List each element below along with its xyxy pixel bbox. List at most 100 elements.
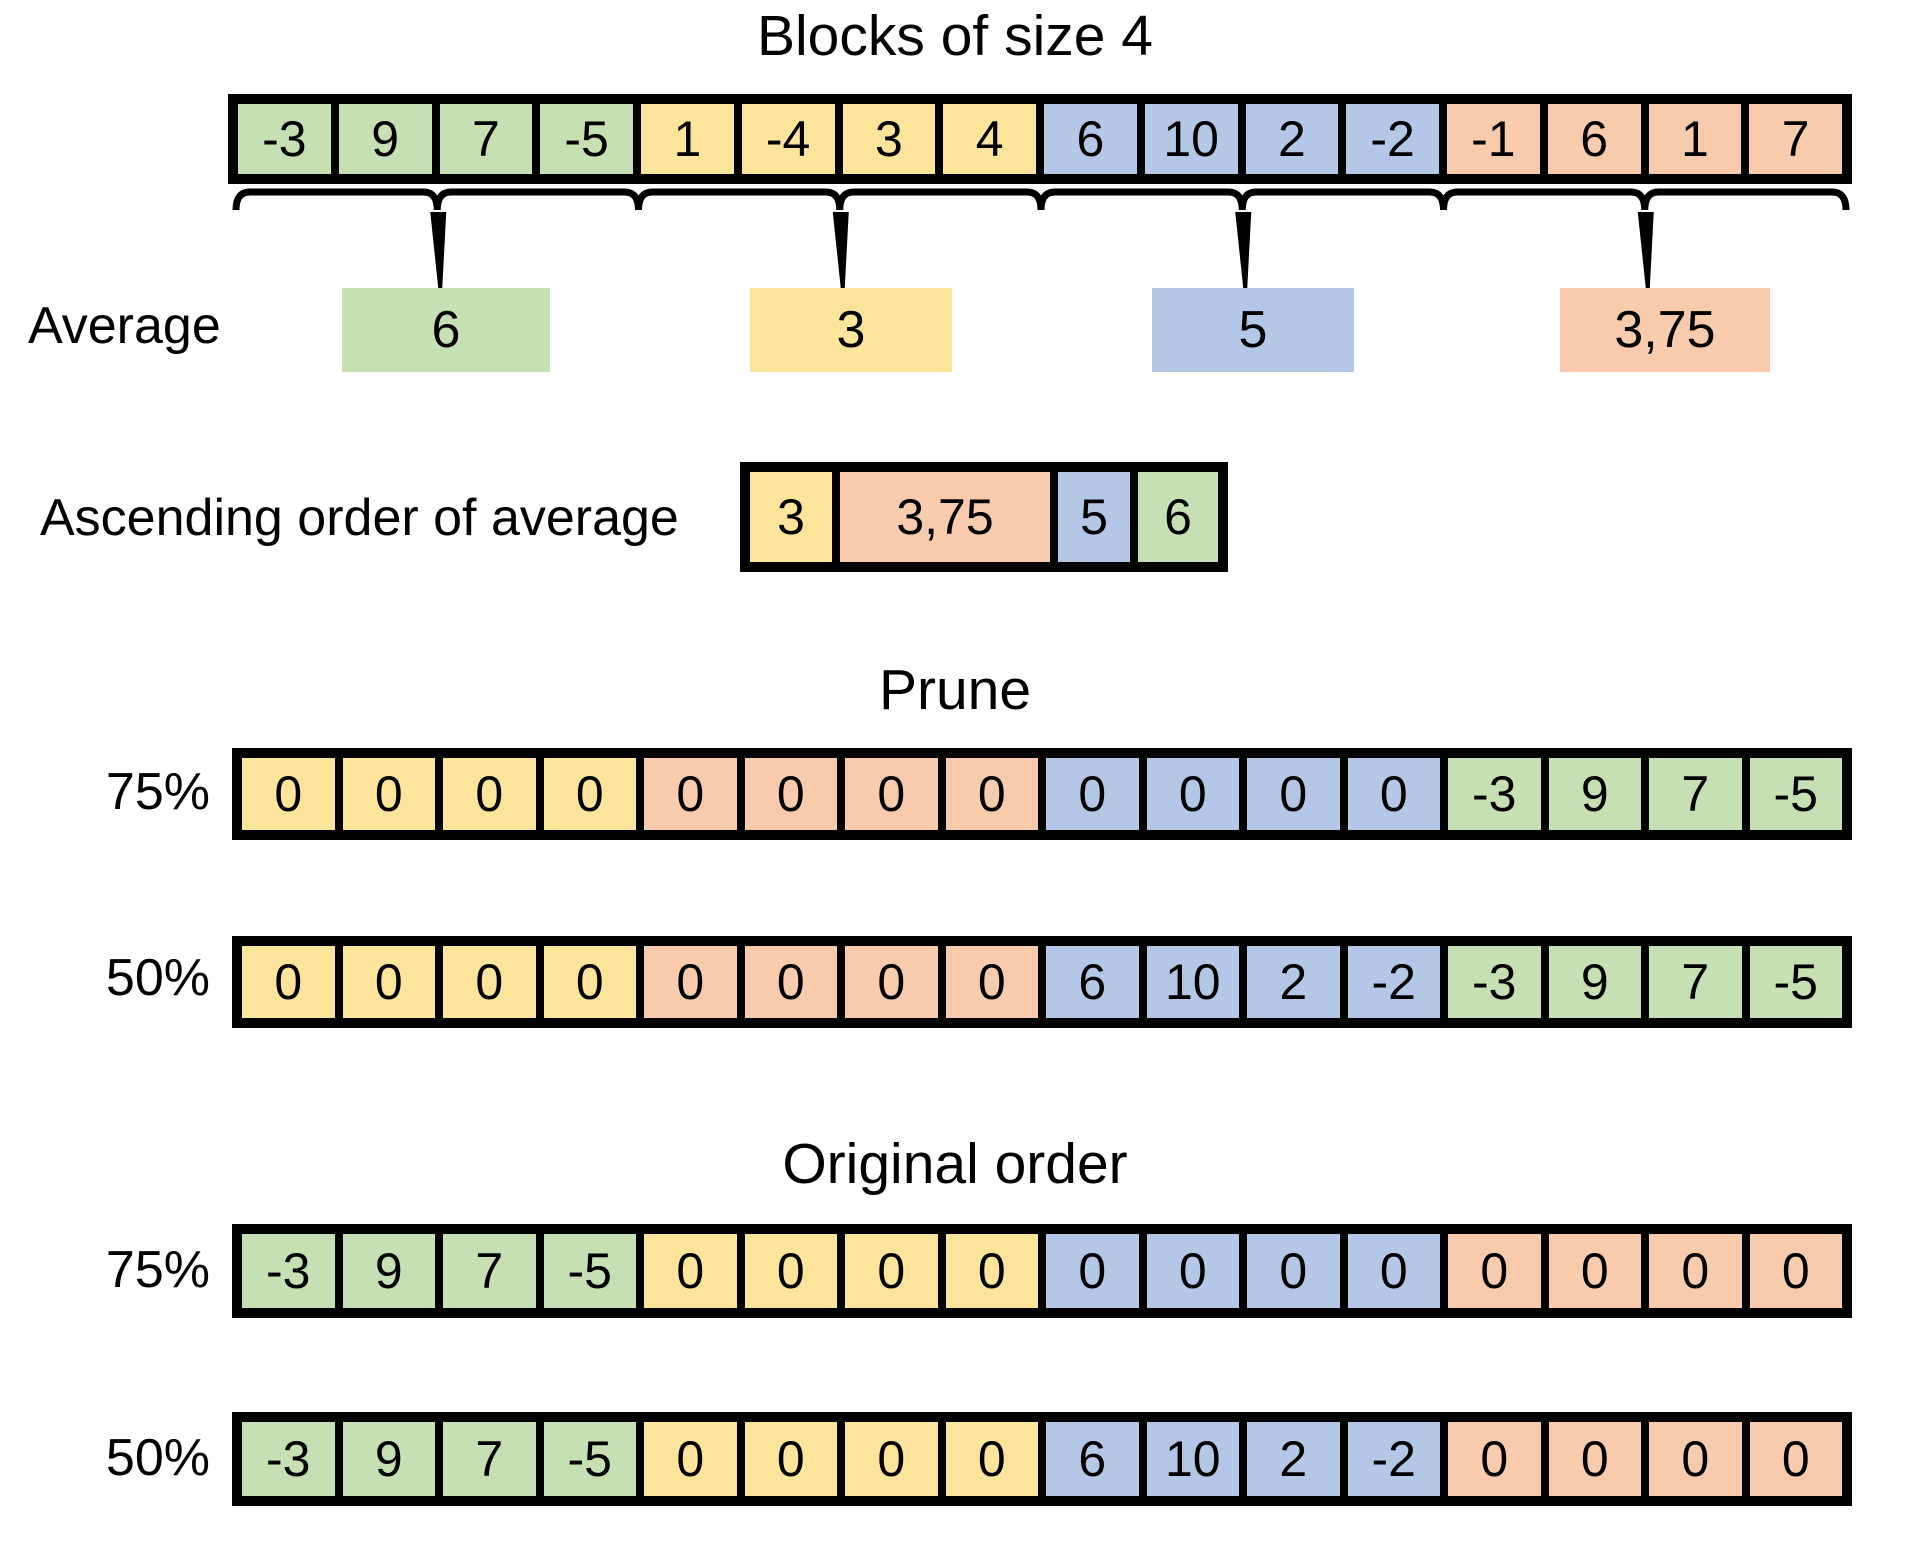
original-array-cell: 7 (443, 1234, 536, 1308)
block-braces (232, 188, 1850, 288)
blocks-array-cell: 10 (1144, 104, 1238, 174)
ascending-order-label: Ascending order of average (40, 489, 679, 547)
original-array-cell: 0 (644, 1234, 737, 1308)
prune-row-label-50: 50% (105, 949, 210, 1007)
original-array-cell: 0 (1548, 1234, 1641, 1308)
original-array-cell: 10 (1146, 1422, 1239, 1496)
original-array-cell: 0 (1046, 1234, 1139, 1308)
original-array-cell: 6 (1046, 1422, 1139, 1496)
original-array-cell: 0 (1347, 1234, 1440, 1308)
original-array-cell: 0 (1548, 1422, 1641, 1496)
prune-array-cell: 0 (845, 758, 938, 830)
ascending-order-cell: 5 (1058, 472, 1130, 562)
original-row-label-50: 50% (105, 1429, 210, 1487)
prune-array-cell: 0 (1146, 758, 1239, 830)
blocks-array-cell: 6 (1547, 104, 1641, 174)
blocks-array-cell: 2 (1245, 104, 1339, 174)
prune-array-cell: -5 (1749, 758, 1842, 830)
average-row-label: Average (28, 297, 221, 355)
original-array-cell: 0 (1448, 1422, 1541, 1496)
original-section-title: Original order (782, 1132, 1128, 1196)
original-array-cell: -3 (242, 1234, 335, 1308)
prune-array-cell: 0 (644, 758, 737, 830)
blocks-array-cell: -5 (540, 104, 633, 174)
original-array-cell: 7 (443, 1422, 536, 1496)
prune-array-cell: 0 (443, 946, 536, 1018)
prune-array-cell: 7 (1649, 946, 1742, 1018)
block-brace (1037, 188, 1447, 288)
original-array-cell: 0 (744, 1234, 837, 1308)
blocks-array-cell: 9 (338, 104, 432, 174)
prune-array-cell: 0 (443, 758, 536, 830)
prune-array-cell: 0 (242, 946, 335, 1018)
blocks-array-cell: -4 (741, 104, 835, 174)
original-array-cell: -5 (543, 1234, 636, 1308)
prune-array-cell: 0 (644, 946, 737, 1018)
prune-array-cell: 9 (1548, 758, 1641, 830)
prune-array-cell: 2 (1247, 946, 1340, 1018)
prune-array-cell: 0 (945, 758, 1038, 830)
blocks-array-cell: 3 (842, 104, 936, 174)
original-array-cell: 0 (1247, 1234, 1340, 1308)
original-array-cell: 0 (945, 1422, 1038, 1496)
prune-array-cell: -3 (1448, 758, 1541, 830)
prune-array-cell: 9 (1548, 946, 1641, 1018)
prune-array-cell: 10 (1146, 946, 1239, 1018)
original-array-cell: 9 (342, 1234, 435, 1308)
original-array-cell: 0 (845, 1422, 938, 1496)
prune-array-cell: 0 (1046, 758, 1139, 830)
blocks-array-cell: 6 (1044, 104, 1137, 174)
block-brace (1440, 188, 1850, 288)
blocks-array-cell: -1 (1447, 104, 1540, 174)
prune-array-cell: 0 (543, 758, 636, 830)
blocks-array-cell: 7 (439, 104, 533, 174)
original-row-label-75: 75% (105, 1241, 210, 1299)
ascending-order-cell: 6 (1138, 472, 1218, 562)
prune-array-cell: 0 (242, 758, 335, 830)
prune-section-title: Prune (878, 658, 1032, 722)
prune-array-cell: 0 (744, 946, 837, 1018)
original-array-cell: 0 (1649, 1422, 1742, 1496)
prune-array-cell: 0 (1347, 758, 1440, 830)
blocks-array-cell: -2 (1346, 104, 1439, 174)
blocks-array-cell: -3 (238, 104, 331, 174)
original-array-cell: 0 (744, 1422, 837, 1496)
original-array-cell: 0 (1749, 1422, 1842, 1496)
prune-array-cell: 0 (1247, 758, 1340, 830)
prune-array-cell: 0 (543, 946, 636, 1018)
prune-array-cell: -2 (1347, 946, 1440, 1018)
prune-array-cell: 0 (744, 758, 837, 830)
blocks-array-cell: 1 (641, 104, 734, 174)
blocks-array-cell: 7 (1749, 104, 1842, 174)
average-value-box: 6 (342, 288, 550, 372)
original-array-cell: 0 (845, 1234, 938, 1308)
ascending-order-cell: 3 (750, 472, 832, 562)
original-array-cell: 0 (1649, 1234, 1742, 1308)
original-array-cell: 0 (1448, 1234, 1541, 1308)
original-array-cell: 9 (342, 1422, 435, 1496)
original-array-cell: 0 (1749, 1234, 1842, 1308)
original-array-cell: 0 (1146, 1234, 1239, 1308)
prune-row-label-75: 75% (105, 763, 210, 821)
original-array-cell: 0 (945, 1234, 1038, 1308)
average-value-box: 3 (750, 288, 952, 372)
block-brace (232, 188, 642, 288)
blocks-array-cell: 4 (943, 104, 1036, 174)
original-array-cell: -5 (543, 1422, 636, 1496)
prune-array-cell: 7 (1649, 758, 1742, 830)
average-value-box: 3,75 (1560, 288, 1770, 372)
prune-array-cell: -3 (1448, 946, 1541, 1018)
prune-array-cell: 0 (845, 946, 938, 1018)
average-value-box: 5 (1152, 288, 1354, 372)
blocks-array-cell: 1 (1648, 104, 1742, 174)
block-brace (635, 188, 1045, 288)
blocks-section-title: Blocks of size 4 (757, 4, 1153, 68)
prune-array-cell: 0 (945, 946, 1038, 1018)
original-array-cell: -3 (242, 1422, 335, 1496)
